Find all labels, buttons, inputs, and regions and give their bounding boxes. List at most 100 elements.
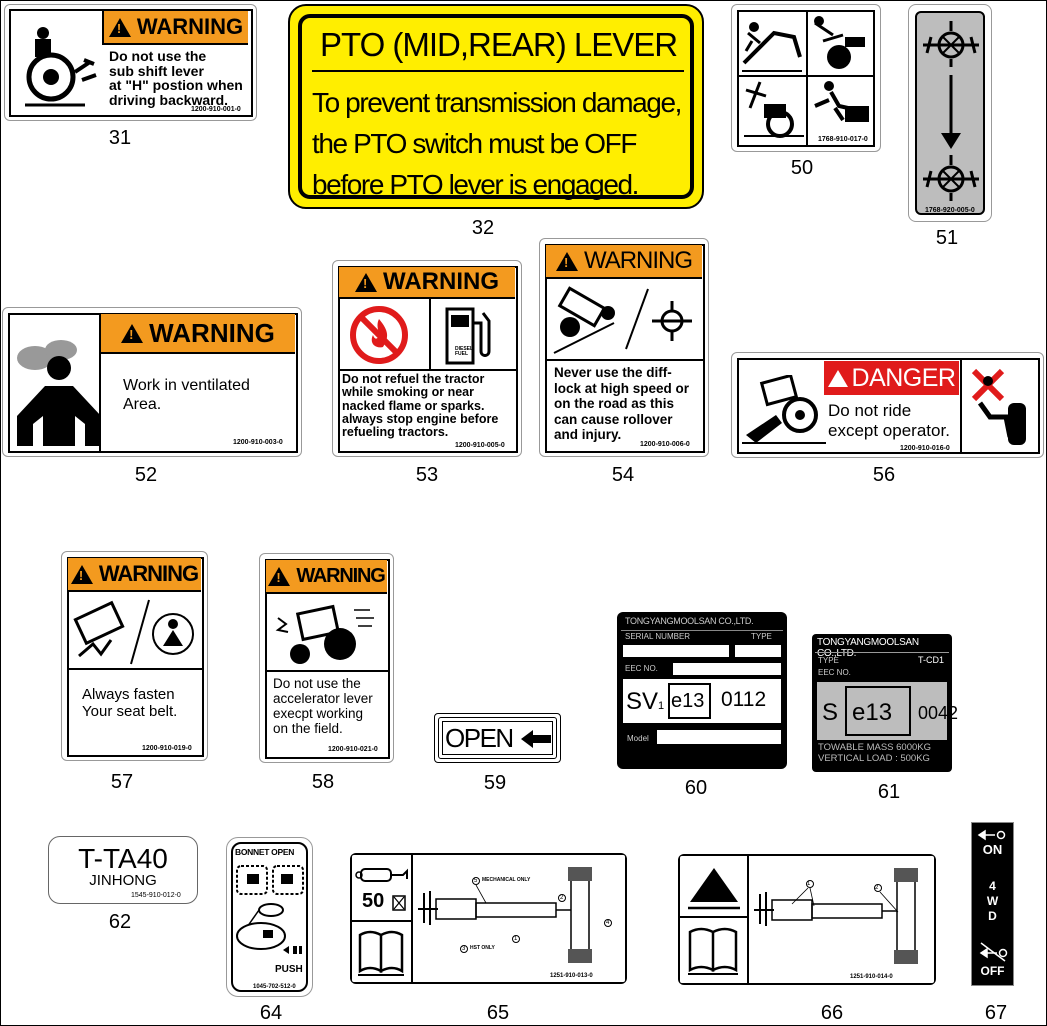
warning-header: WARNING (102, 11, 248, 45)
part-number: 1200-910-001-0 (191, 106, 241, 113)
part-number: 1200-910-005-0 (455, 442, 505, 449)
text-line: Work in ventilated (123, 377, 250, 394)
text-line: except operator. (828, 420, 950, 440)
eec-label: EEC NO. (818, 668, 851, 677)
part-number: 1768-920-005-0 (925, 207, 975, 214)
part-number: 1768-910-017-0 (818, 136, 868, 143)
part-number: 1200-910-016-0 (900, 445, 950, 452)
text-line: nacked flame or sparks. (342, 398, 485, 413)
callout-1: 1 (807, 881, 811, 887)
loader-hazard-icon (742, 22, 802, 72)
decal-50: 1768-910-017-0 (731, 4, 881, 152)
bucket-fall-icon (814, 16, 865, 69)
decal-61: TONGYANGMOOLSAN CO.,LTD. TYPE T-CD1 EEC … (812, 634, 958, 772)
warning-header: WARNING (546, 245, 702, 279)
callout-number: 32 (471, 217, 495, 239)
sv-text: SV1 (626, 689, 664, 714)
decal-60: TONGYANGMOOLSAN CO.,LTD. SERIAL NUMBER T… (617, 612, 787, 769)
company-name: TONGYANGMOOLSAN CO.,LTD. (625, 616, 754, 626)
decal-53: WARNING DIESEL FUEL Do not refuel the tr… (332, 260, 522, 457)
sv-sub: 1 (658, 700, 665, 712)
warning-title: WARNING (149, 317, 275, 348)
tractor-speed-icon (275, 604, 374, 664)
callout-number: 50 (790, 157, 814, 179)
warning-title: WARNING (98, 561, 199, 586)
type-value: T-CD1 (918, 655, 945, 665)
warning-triangle-icon (355, 272, 377, 292)
open-label: OPEN (445, 723, 514, 753)
rollover-seatbelt-icon (73, 599, 194, 665)
text-line: while smoking or near (342, 385, 474, 400)
text-line: To prevent transmission damage, (312, 87, 682, 118)
text-line: driving backward. (109, 92, 229, 109)
text-line: always stop engine before (342, 411, 499, 426)
decal-58: WARNING Do not use the accelerator lever… (259, 553, 394, 763)
decal-57-text: Always fasten Your seat belt. (82, 686, 177, 721)
decal-51: 1768-920-005-0 (908, 4, 992, 222)
vertical-load: VERTICAL LOAD : 500KG (818, 753, 930, 764)
text-line: Do not use the (109, 48, 207, 64)
arrow-down-icon (941, 75, 961, 149)
callout-number: 56 (872, 464, 896, 486)
brand-name: JINHONG (89, 872, 157, 889)
diff-lock-icon (923, 155, 979, 201)
text-line: can cause rollover (554, 411, 673, 427)
warning-header: WARNING (339, 267, 515, 299)
overhead-line-icon (744, 81, 804, 138)
pto-text: To prevent transmission damage, the PTO … (312, 82, 682, 205)
fumes-person-icon (17, 340, 99, 446)
model-label: Model (627, 734, 649, 743)
text-line: Your seat belt. (82, 703, 178, 721)
text-line: W (986, 894, 999, 908)
callout-number: 31 (108, 127, 132, 149)
grease-gun-icon (355, 868, 408, 882)
decal-56-text: Do not ride except operator. (828, 401, 950, 440)
approval-code: 0112 (721, 688, 767, 711)
decal-58-text: Do not use the accelerator lever execpt … (273, 676, 373, 736)
part-number: 1045-702-512-0 (253, 984, 296, 990)
decal-65: 50 5 MECHANICAL ONLY 1 3 HST ONLY 2 4 12… (350, 853, 627, 984)
danger-triangle-icon (827, 369, 848, 387)
text-line: sub shift lever (109, 62, 204, 79)
4wd-disengaged-icon (979, 942, 1008, 962)
warning-triangle-icon (268, 566, 291, 586)
decal-52-text: Work in ventilated Area. (123, 376, 250, 414)
e13-text: e13 (852, 699, 893, 726)
part-number: 1251-910-014-0 (850, 974, 893, 980)
callout-number: 52 (134, 464, 158, 486)
off-label: OFF (980, 964, 1005, 978)
text-line: accelerator lever (273, 691, 373, 707)
decal-64: BONNET OPEN PUSH 1045-702-512-0 (226, 837, 313, 997)
decal-54: WARNING Never use the diff- lock at high… (539, 238, 709, 457)
model-field (657, 730, 781, 744)
type-label: TYPE (818, 656, 839, 665)
decal-31-text: Do not use the sub shift lever at "H" po… (109, 49, 243, 108)
part-number: 1200-910-021-0 (328, 746, 378, 753)
callout-3: 3 (462, 946, 466, 952)
approval-box (623, 679, 781, 723)
bonnet-open-label: BONNET OPEN (235, 847, 295, 857)
callout-5: 5 (474, 878, 478, 884)
eec-label: EEC NO. (625, 664, 658, 673)
callout-number: 54 (611, 464, 635, 486)
chassis-lube-diagram (418, 867, 612, 963)
callout-number: 53 (415, 464, 439, 486)
4wd-engaged-icon (977, 829, 1006, 841)
callout-2: 2 (560, 895, 564, 901)
warning-header: WARNING (266, 560, 387, 594)
text-line: on the field. (273, 721, 343, 737)
pto-title: PTO (MID,REAR) LEVER (320, 26, 678, 63)
text-line: Area. (123, 396, 162, 414)
warning-triangle-icon (555, 251, 578, 271)
hst-only-label: HST ONLY (470, 945, 495, 951)
decal-66: 1 2 1251-910-014-0 (678, 854, 936, 985)
warning-title: WARNING (583, 247, 693, 274)
s-label: S (822, 699, 839, 726)
callout-2: 2 (875, 885, 879, 891)
approval-code: 0042 (918, 703, 959, 723)
diff-lock-icon (923, 21, 979, 67)
sv-label: SV (626, 688, 659, 715)
danger-header: DANGER (824, 361, 959, 395)
arrow-left-icon (521, 730, 551, 748)
fuel-label: DIESEL FUEL (455, 346, 473, 358)
